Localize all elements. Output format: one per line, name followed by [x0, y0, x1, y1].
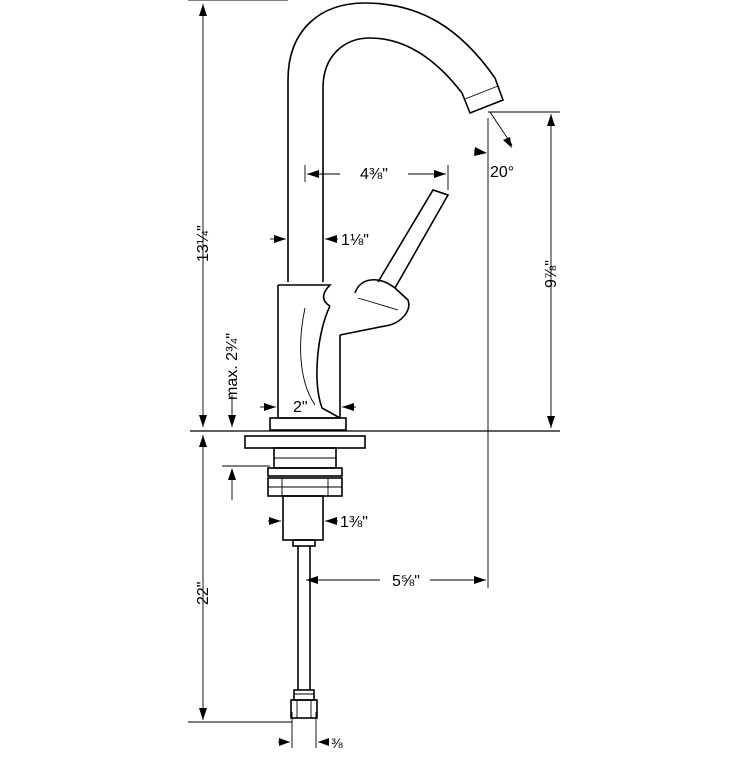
label-spout-reach: 4⅜": [360, 166, 388, 183]
dimension-lines: [188, 0, 560, 748]
label-max-deck: max. 2¾": [224, 333, 241, 400]
label-supply-thread: ⅜: [331, 735, 343, 751]
label-spout-angle: 20°: [490, 164, 514, 181]
mounting-hardware: [244, 435, 366, 719]
faucet-outline: [269, 2, 505, 431]
label-supply-length: 22": [195, 582, 212, 605]
label-overall-height: 13¼": [195, 225, 212, 262]
label-spout-height: 9⅞": [543, 260, 560, 288]
label-spout-tube: 1⅛": [341, 232, 369, 249]
label-body-diameter: 2": [293, 399, 308, 416]
label-shank-diameter: 1⅜": [340, 514, 368, 531]
label-outlet-offset: 5⅝": [392, 573, 420, 590]
